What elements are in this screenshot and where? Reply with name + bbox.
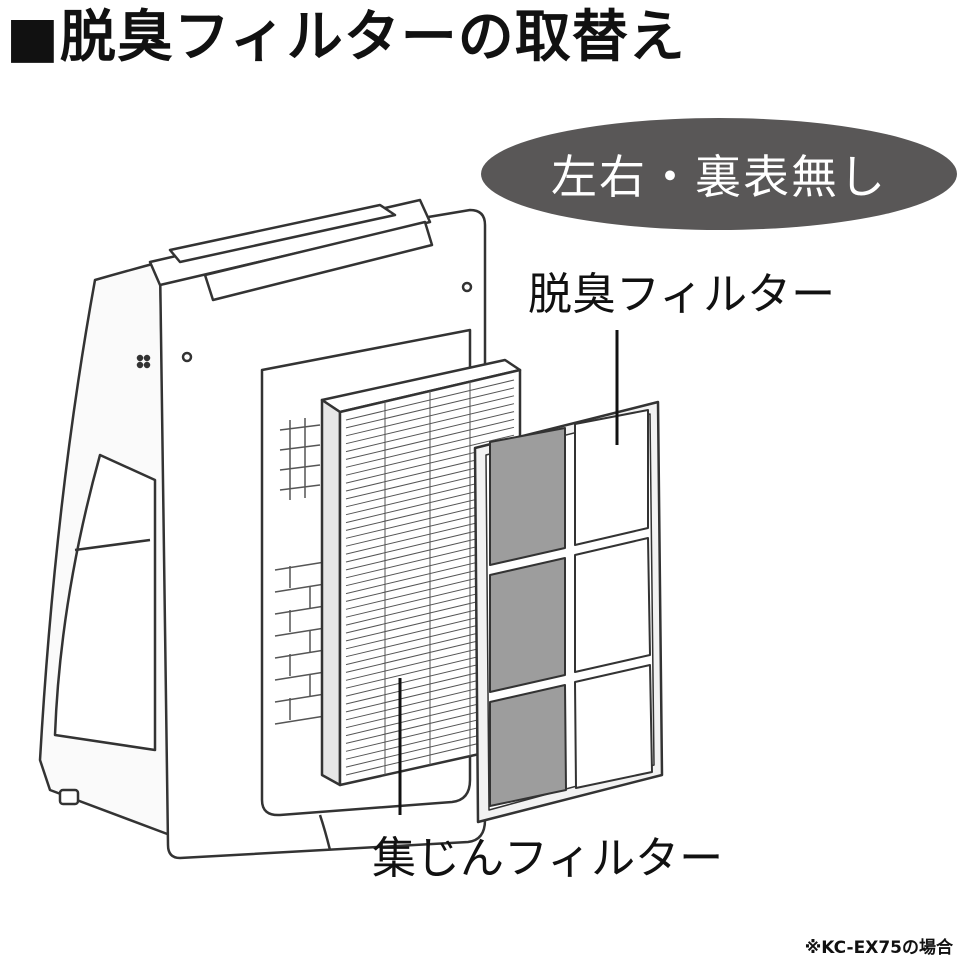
dust-filter — [473, 400, 664, 824]
dust-filter-label: 集じんフィルター — [372, 833, 724, 884]
no-orientation-badge-label: 左右・裏表無し — [551, 150, 887, 204]
deodorizing-filter-label: 脱臭フィルター — [528, 269, 836, 320]
inner-grille — [274, 418, 326, 725]
leader-lines — [398, 330, 619, 815]
page-title: ■脱臭フィルターの取替え — [6, 5, 686, 70]
no-orientation-badge — [481, 118, 957, 230]
model-note: ※KC-EX75の場合 — [804, 938, 953, 958]
